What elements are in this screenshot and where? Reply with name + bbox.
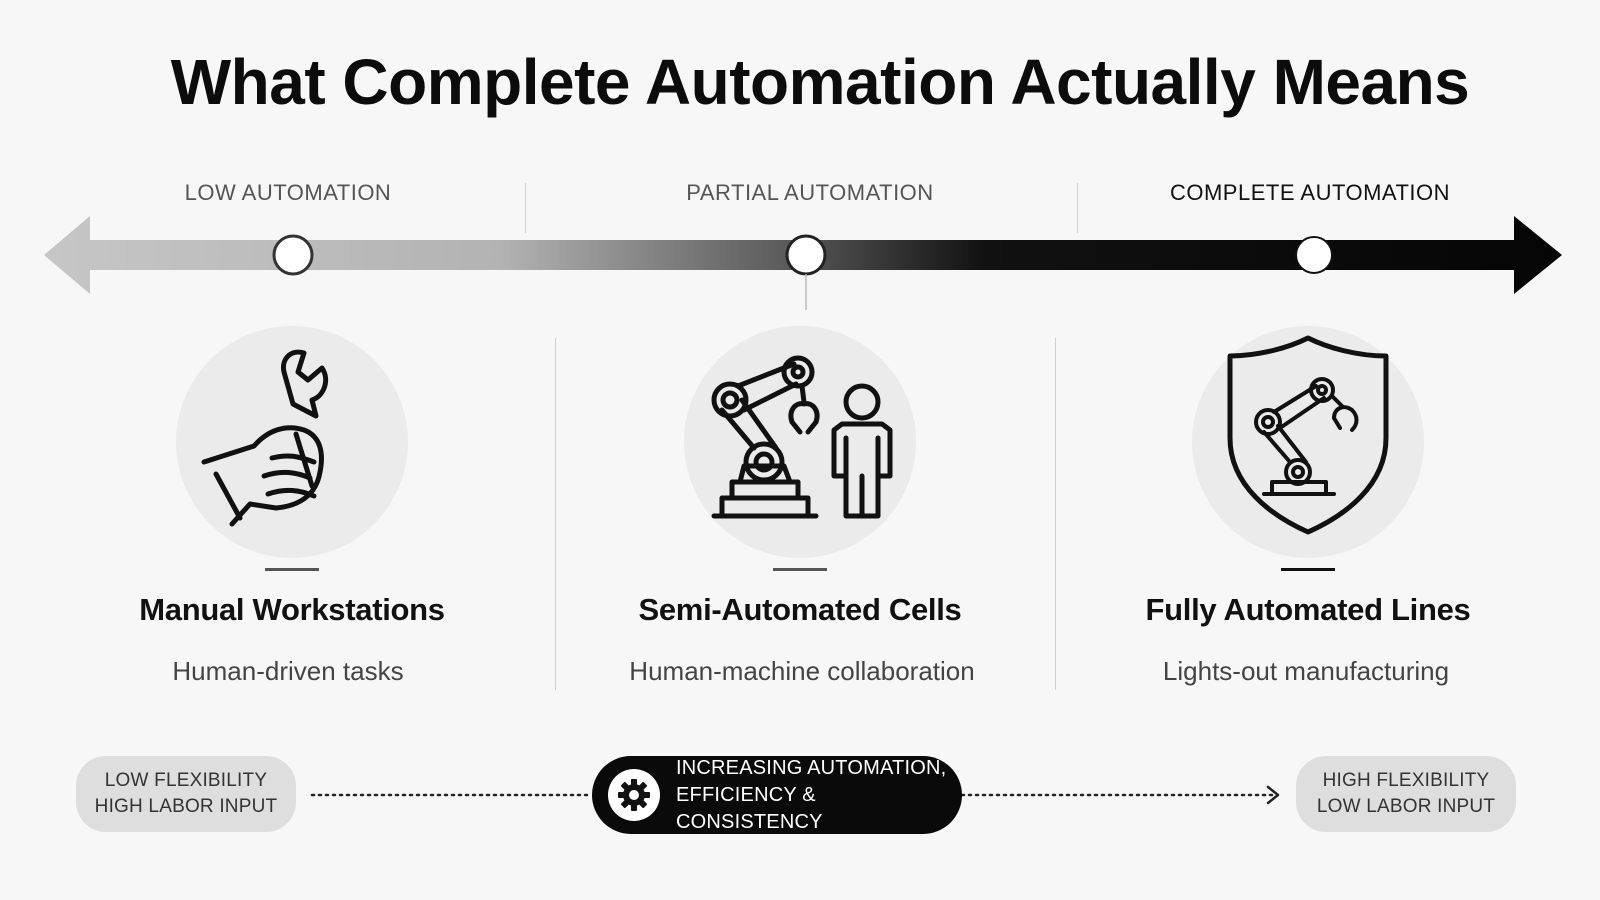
axis-label-complete: COMPLETE AUTOMATION	[1169, 180, 1451, 205]
pill-center-text: INCREASING AUTOMATION, EFFICIENCY & CONS…	[676, 755, 962, 836]
gear-icon	[618, 779, 650, 811]
pill-increasing-automation: INCREASING AUTOMATION, EFFICIENCY & CONS…	[592, 756, 962, 834]
stage-desc-full: Lights-out manufacturing	[1162, 656, 1450, 686]
automation-axis-arrow	[44, 216, 1562, 310]
axis-marker-low	[272, 234, 314, 276]
stage-icon-circle	[684, 326, 916, 558]
shield-robot-arm-icon	[1227, 335, 1389, 535]
axis-label-divider	[525, 183, 526, 233]
pill-center-line1: INCREASING AUTOMATION,	[676, 756, 947, 779]
stage-title-manual: Manual Workstations	[139, 592, 445, 627]
wrench-hand-icon	[201, 349, 329, 527]
axis-label-partial: PARTIAL AUTOMATION	[686, 180, 934, 205]
axis-label-divider	[1077, 183, 1078, 233]
axis-label-low: LOW AUTOMATION	[184, 180, 392, 205]
stage-divider-dash	[773, 568, 827, 571]
column-divider	[555, 338, 556, 690]
pill-high-line2: LOW LABOR INPUT	[1316, 796, 1496, 817]
robot-arm-person-icon	[711, 355, 893, 519]
pill-center-line2: EFFICIENCY & CONSISTENCY	[676, 783, 823, 833]
pill-high-line1: HIGH FLEXIBILITY	[1322, 770, 1490, 791]
stage-divider-dash	[265, 568, 319, 571]
stage-title-semi: Semi-Automated Cells	[638, 592, 962, 627]
stage-desc-manual: Human-driven tasks	[172, 656, 404, 686]
stage-icon-circle	[176, 326, 408, 558]
pill-low-flexibility: LOW FLEXIBILITY HIGH LABOR INPUT	[76, 756, 296, 832]
axis-marker-complete	[1295, 236, 1333, 274]
page-title: What Complete Automation Actually Means	[170, 46, 1470, 118]
stage-title-full: Fully Automated Lines	[1145, 592, 1471, 627]
pill-low-line2: HIGH LABOR INPUT	[94, 796, 278, 817]
axis-marker-partial	[785, 234, 827, 276]
stage-desc-semi: Human-machine collaboration	[629, 656, 975, 686]
column-divider	[1055, 338, 1056, 690]
gear-icon-badge	[608, 769, 660, 821]
pill-low-line1: LOW FLEXIBILITY	[104, 770, 268, 791]
stage-icon-circle	[1192, 326, 1424, 558]
stage-divider-dash	[1281, 568, 1335, 571]
pill-high-flexibility: HIGH FLEXIBILITY LOW LABOR INPUT	[1296, 756, 1516, 832]
